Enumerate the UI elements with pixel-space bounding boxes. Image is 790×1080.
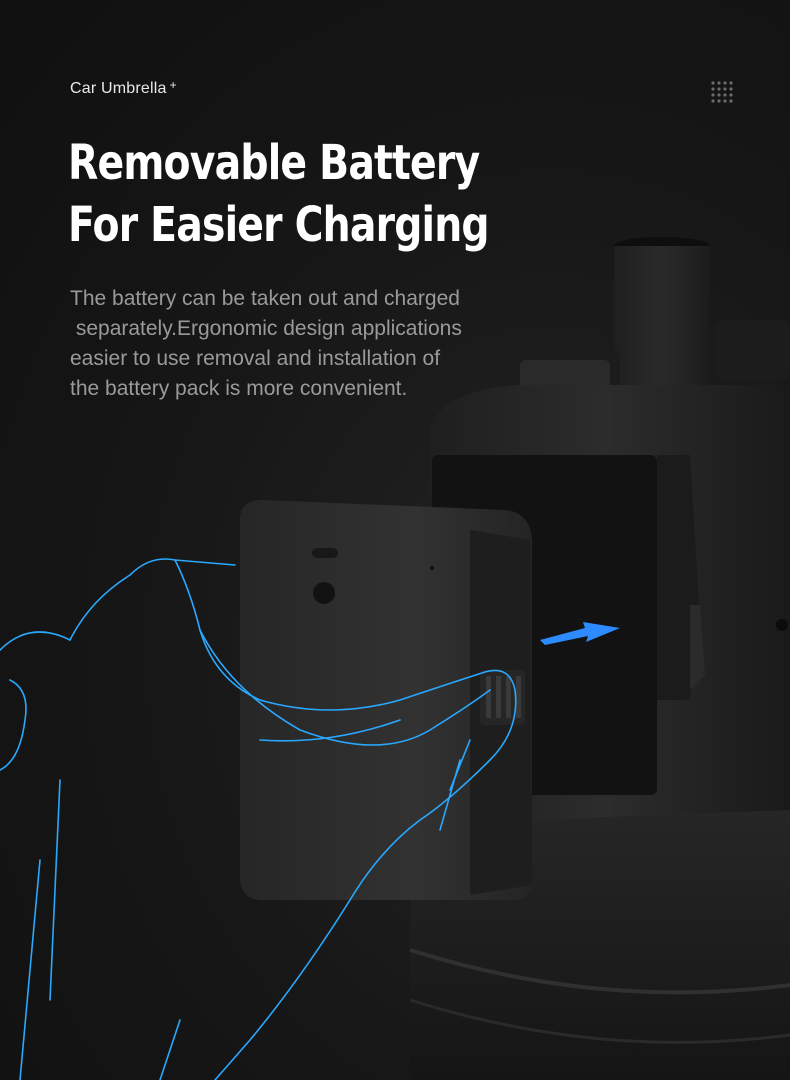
description-line: the battery pack is more convenient.	[70, 377, 408, 400]
slide-arrow-icon	[540, 622, 620, 645]
page-title: Removable Battery For Easier Charging	[68, 132, 490, 256]
grid-dots-icon[interactable]	[710, 80, 734, 104]
holder-post	[614, 237, 710, 386]
brand-label: Car Umbrella+	[70, 78, 177, 98]
description-line: The battery can be taken out and charged	[70, 287, 460, 310]
description: The battery can be taken out and charged…	[70, 284, 530, 404]
title-line-2: For Easier Charging	[68, 197, 490, 253]
brand-name: Car Umbrella	[70, 80, 167, 97]
description-line: easier to use removal and installation o…	[70, 347, 441, 370]
description-line: separately.Ergonomic design applications	[70, 317, 462, 340]
title-line-1: Removable Battery	[68, 135, 480, 191]
brand-mark: +	[169, 78, 177, 92]
battery-pack	[240, 500, 532, 900]
product-illustration	[0, 237, 790, 1080]
hand-outline	[0, 558, 517, 1080]
